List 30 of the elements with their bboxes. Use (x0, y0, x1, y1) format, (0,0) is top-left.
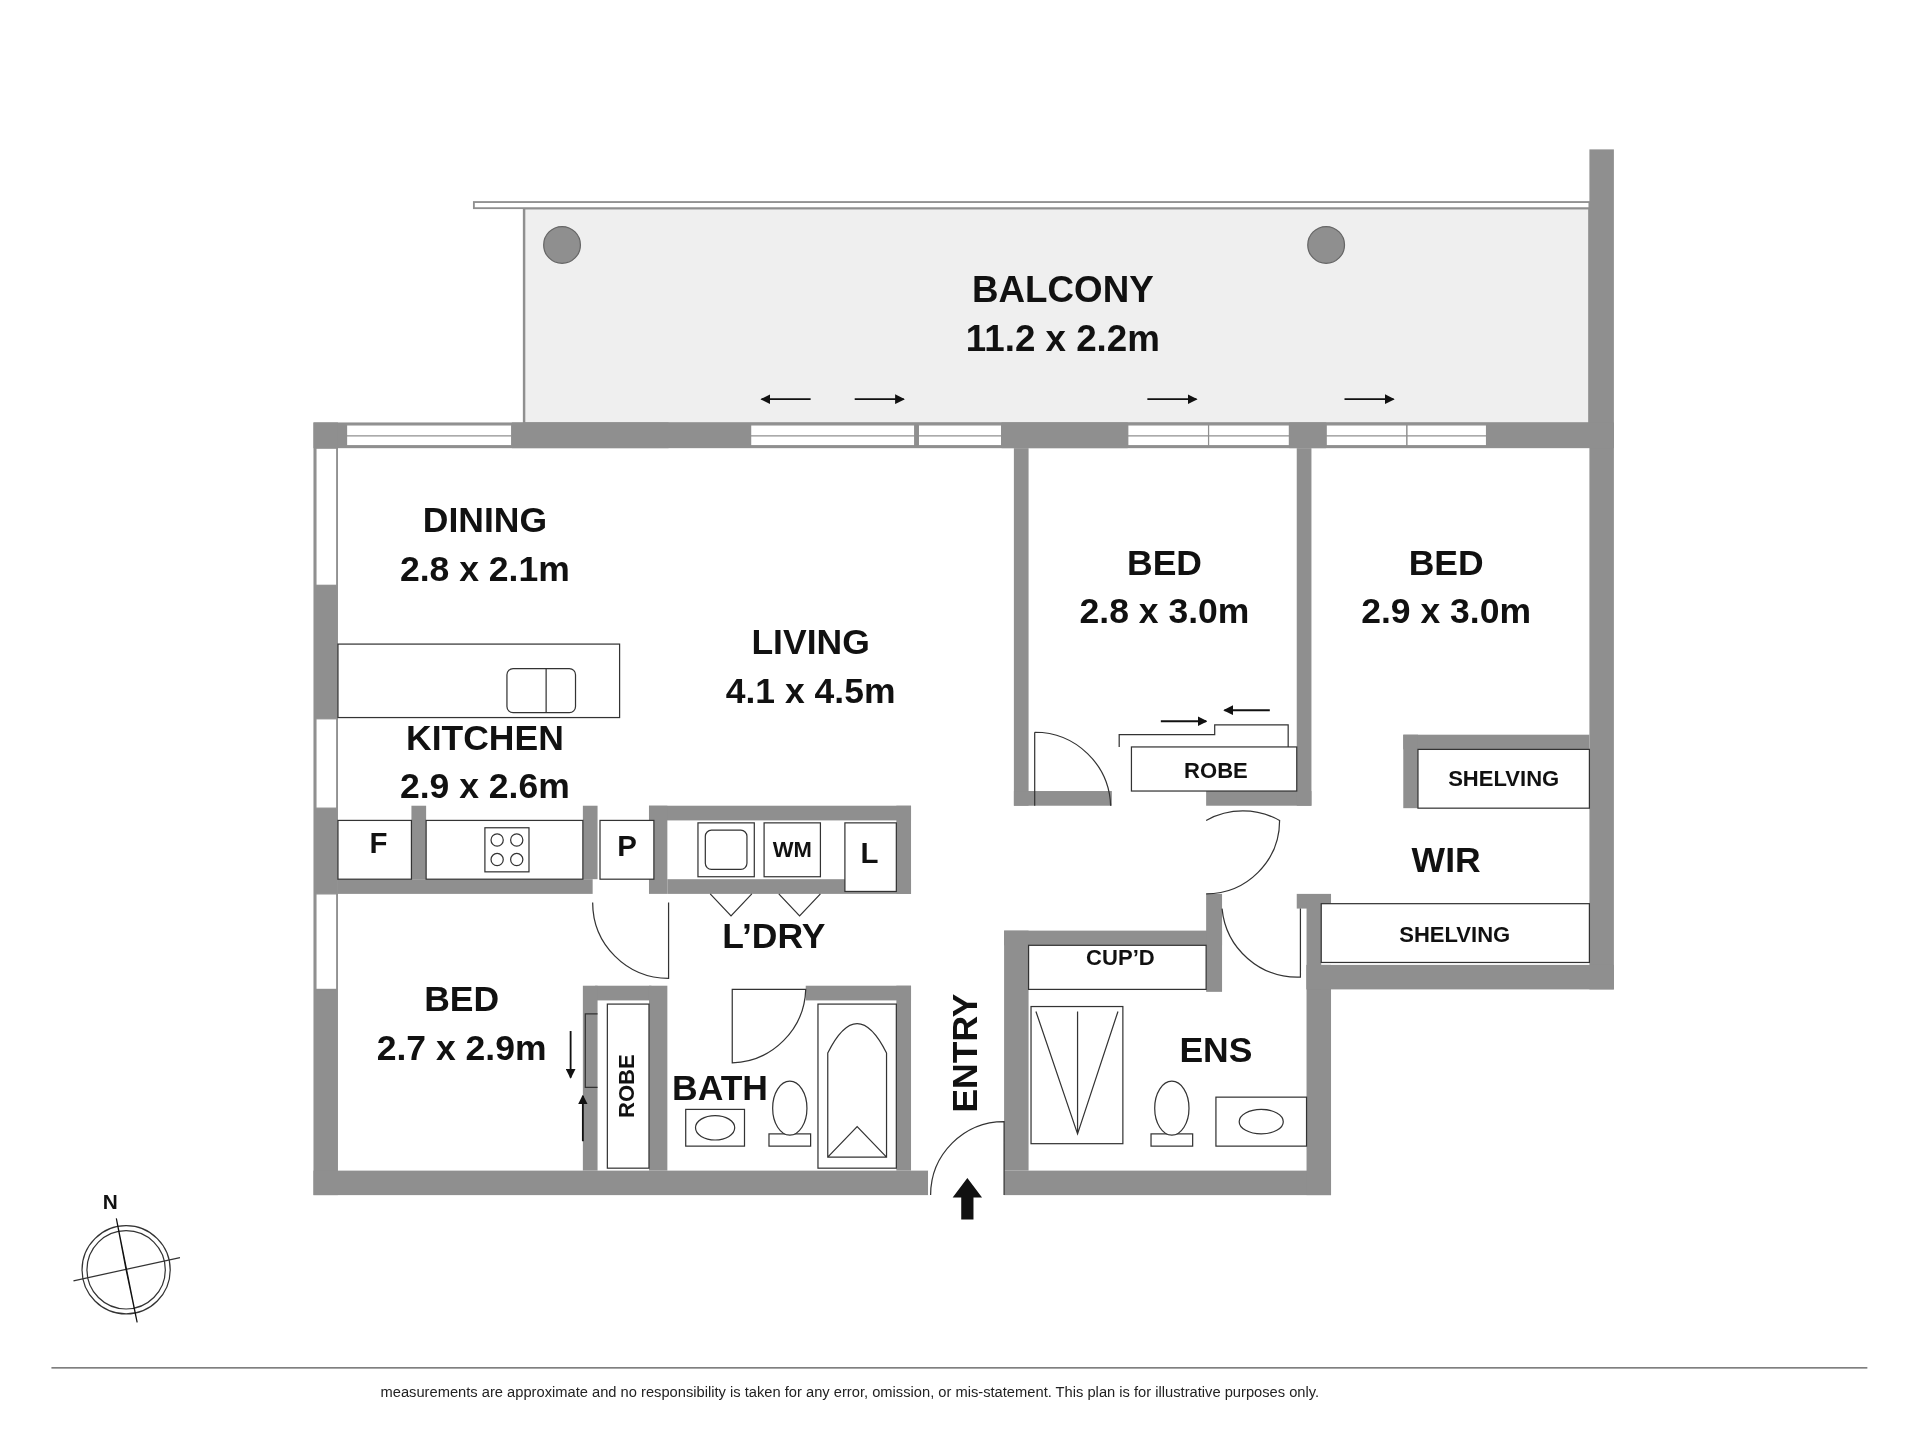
room-dimension: 11.2 x 2.2m (965, 320, 1160, 358)
fixture-label: L (860, 838, 879, 869)
room-dimension: 2.7 x 2.9m (376, 1030, 547, 1066)
fixture-label: P (617, 831, 637, 861)
room-name: BED (1408, 545, 1484, 582)
room-name: BED (1127, 545, 1202, 582)
room-name: KITCHEN (406, 720, 564, 757)
room-name: ENS (1179, 1032, 1253, 1069)
room-name: L’DRY (722, 919, 826, 955)
room-dimension: 2.9 x 2.6m (400, 768, 570, 804)
room-name: DINING (422, 502, 548, 539)
room-name: BED (424, 981, 500, 1017)
room-dimension: 4.1 x 4.5m (725, 674, 896, 710)
fixture-label: ROBE (615, 1054, 638, 1118)
fixture-label: SHELVING (1399, 923, 1511, 946)
fixture-label: ROBE (1184, 759, 1248, 782)
room-name: WIR (1411, 843, 1481, 879)
room-name: ENTRY (947, 993, 983, 1113)
room-dimension: 2.9 x 3.0m (1361, 593, 1532, 629)
room-name: LIVING (751, 625, 870, 661)
room-name: BALCONY (972, 271, 1154, 309)
fixture-label: CUP’D (1086, 946, 1155, 969)
room-dimension: 2.8 x 3.0m (1079, 593, 1250, 629)
room-dimension: 2.8 x 2.1m (400, 551, 570, 588)
compass-north-label: N (102, 1192, 118, 1213)
fixture-label: SHELVING (1448, 767, 1560, 790)
fixture-label: F (369, 829, 388, 859)
disclaimer-text: measurements are approximate and no responsibility is taken for any error, omission, or mis-statement. This plan is for illustrative purposes only. (380, 1384, 1320, 1400)
fixture-label: WM (772, 838, 812, 861)
room-name: BATH (672, 1070, 768, 1107)
